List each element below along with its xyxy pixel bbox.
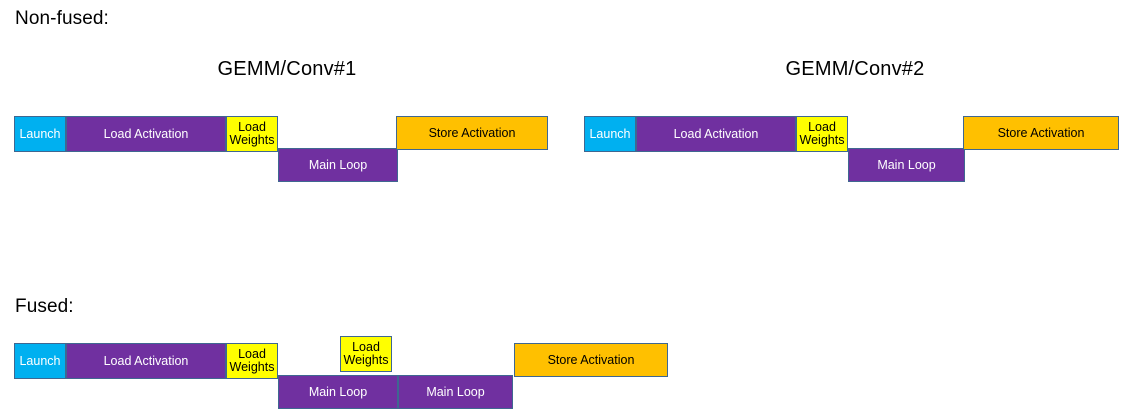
- timeline-bar-load-wt-1: Load Weights: [226, 116, 278, 152]
- timeline-bar-label: Main Loop: [308, 157, 368, 172]
- timeline-bar-f-load-wt-2: Load Weights: [340, 336, 392, 372]
- timeline-bar-launch-1: Launch: [14, 116, 66, 152]
- timeline-bar-label: Load Activation: [673, 126, 759, 141]
- timeline-bar-label: Store Activation: [428, 125, 516, 140]
- group-title-gemm-conv-1: GEMM/Conv#1: [217, 58, 357, 80]
- timeline-bar-label: Main Loop: [308, 384, 368, 399]
- timeline-bar-load-wt-2: Load Weights: [796, 116, 848, 152]
- timeline-bar-store-act-1: Store Activation: [396, 116, 548, 150]
- section-label-non-fused: Non-fused:: [15, 8, 109, 29]
- timeline-bar-main-loop-2: Main Loop: [848, 148, 965, 182]
- timeline-bar-main-loop-1: Main Loop: [278, 148, 398, 182]
- timeline-bar-f-load-wt-1: Load Weights: [226, 343, 278, 379]
- timeline-bar-label: Load Activation: [103, 126, 189, 141]
- timeline-bar-launch-2: Launch: [584, 116, 636, 152]
- timeline-bar-label: Main Loop: [877, 157, 936, 172]
- timeline-bar-f-store-act: Store Activation: [514, 343, 668, 377]
- timeline-bar-label: Load Weights: [229, 120, 275, 147]
- timeline-bar-label: Main Loop: [426, 384, 485, 399]
- timeline-bar-label: Launch: [589, 126, 631, 141]
- timeline-bar-f-main-loop-2: Main Loop: [398, 375, 513, 409]
- timeline-bar-f-launch: Launch: [14, 343, 66, 379]
- timeline-bar-load-act-2: Load Activation: [636, 116, 796, 152]
- timeline-bar-label: Launch: [19, 126, 61, 141]
- timeline-bar-label: Store Activation: [997, 125, 1085, 140]
- timeline-bar-label: Load Weights: [229, 347, 275, 374]
- timeline-bar-label: Store Activation: [547, 352, 635, 367]
- timeline-bar-f-load-act: Load Activation: [66, 343, 226, 379]
- timeline-bar-label: Load Weights: [343, 340, 389, 367]
- timeline-bar-store-act-2: Store Activation: [963, 116, 1119, 150]
- timeline-bar-f-main-loop-1: Main Loop: [278, 375, 398, 409]
- timeline-bar-label: Load Weights: [799, 120, 845, 147]
- timeline-bar-load-act-1: Load Activation: [66, 116, 226, 152]
- timeline-bar-label: Launch: [19, 353, 61, 368]
- section-label-fused: Fused:: [15, 296, 74, 317]
- timeline-bar-label: Load Activation: [103, 353, 189, 368]
- group-title-gemm-conv-2: GEMM/Conv#2: [785, 58, 925, 80]
